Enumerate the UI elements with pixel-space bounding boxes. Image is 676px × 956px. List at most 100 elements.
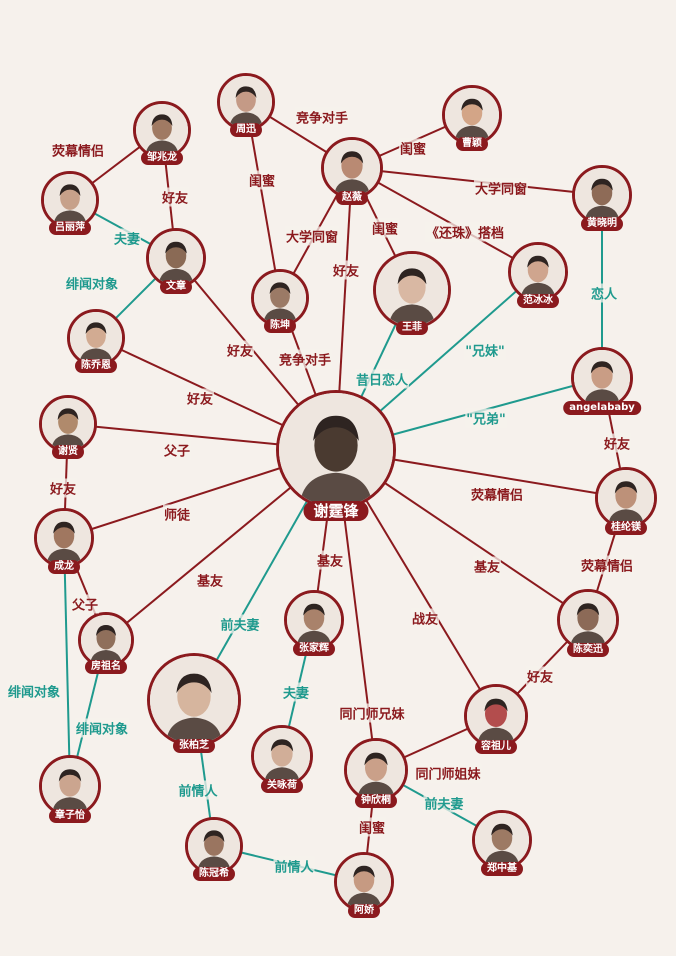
person-name-label: 关咏荷 <box>261 779 303 793</box>
person-photo <box>598 470 654 526</box>
edge-label: 闺蜜 <box>357 817 387 837</box>
edge-label: 师徒 <box>162 504 192 524</box>
edge-label: 闺蜜 <box>398 138 428 158</box>
person-node-rongzuer: 容祖儿 <box>464 684 528 754</box>
person-node-xiexian: 谢贤 <box>39 395 97 459</box>
person-name-label: angelababy <box>563 401 641 415</box>
person-photo <box>188 820 240 872</box>
edge-label: 基友 <box>472 556 502 576</box>
person-name-label: 容祖儿 <box>475 740 517 754</box>
person-name-label: 钟欣桐 <box>355 794 397 808</box>
edge-label: "兄弟" <box>465 408 507 428</box>
person-photo <box>475 813 529 867</box>
person-node-gillian: 钟欣桐 <box>344 738 408 808</box>
person-name-label: 陈冠希 <box>193 867 235 881</box>
edge-label: 闺蜜 <box>247 170 277 190</box>
person-photo <box>70 312 122 364</box>
person-node-zhouxun: 周迅 <box>217 73 275 137</box>
edge-label: 绯闻对象 <box>64 273 120 293</box>
person-node-zhangziyi: 章子怡 <box>39 755 101 823</box>
person-name-label: 陈坤 <box>264 319 296 333</box>
person-photo <box>44 174 96 226</box>
edge-label: 同门师姐妹 <box>414 763 482 783</box>
person-node-zhangbaizhi: 张柏芝 <box>147 653 241 753</box>
person-node-chenqiaoen: 陈乔恩 <box>67 309 125 373</box>
edge-label: 好友 <box>48 478 78 498</box>
edge-label: 绯闻对象 <box>74 718 130 738</box>
edge-label: 《还珠》搭档 <box>424 222 506 242</box>
person-name-label: 陈奕迅 <box>567 643 609 657</box>
person-node-wangfei: 王菲 <box>373 251 451 335</box>
edge-label: 前夫妻 <box>423 793 465 813</box>
person-node-chenyixun: 陈奕迅 <box>557 589 619 657</box>
person-photo <box>574 350 630 406</box>
person-photo <box>560 592 616 648</box>
person-photo <box>511 245 565 299</box>
edge-label: 荧幕情侣 <box>579 555 635 575</box>
edge-label: 荧幕情侣 <box>50 140 106 160</box>
edge-label: 恋人 <box>589 283 619 303</box>
person-name-label: 曹颖 <box>456 137 488 151</box>
person-name-label: 邹兆龙 <box>141 151 183 165</box>
edge-label: 父子 <box>162 440 192 460</box>
person-photo <box>575 168 629 222</box>
person-name-label: 成龙 <box>48 560 80 574</box>
edge-label: 好友 <box>225 340 255 360</box>
person-name-label: 谢贤 <box>52 445 84 459</box>
edge-label: 荧幕情侣 <box>469 484 525 504</box>
person-name-label: 文章 <box>160 280 192 294</box>
edge-label: 父子 <box>70 594 100 614</box>
person-photo <box>254 272 306 324</box>
edge-label: 好友 <box>185 388 215 408</box>
person-photo <box>279 393 393 507</box>
person-node-caoying: 曹颖 <box>442 85 502 151</box>
person-node-jackie: 成龙 <box>34 508 94 574</box>
person-node-zhengzhongji: 郑中基 <box>472 810 532 876</box>
person-node-chenkun: 陈坤 <box>251 269 309 333</box>
edge-label: 同门师兄妹 <box>338 703 406 723</box>
person-photo <box>254 728 310 784</box>
person-name-label: 谢霆锋 <box>303 501 369 521</box>
person-photo <box>81 615 131 665</box>
person-photo <box>467 687 525 745</box>
person-node-guodachao: 邹兆龙 <box>133 101 191 165</box>
person-name-label: 张柏芝 <box>173 739 215 753</box>
person-node-fangzuming: 房祖名 <box>78 612 134 674</box>
edge-label: 大学同窗 <box>473 178 529 198</box>
edge-label: "兄妹" <box>464 340 506 360</box>
person-photo <box>324 140 380 196</box>
edge-label: 战友 <box>410 608 440 628</box>
edge-label: 好友 <box>331 260 361 280</box>
person-node-zhangjiahui: 张家辉 <box>284 590 344 656</box>
edge-jackie-zhangziyi <box>63 537 71 787</box>
person-name-label: 桂纶镁 <box>605 521 647 535</box>
person-node-chenguanxi: 陈冠希 <box>185 817 243 881</box>
edge-label: 前情人 <box>273 856 315 876</box>
edge-label: 夫妻 <box>112 228 142 248</box>
edge-label: 大学同窗 <box>284 226 340 246</box>
edge-label: 前夫妻 <box>219 614 261 634</box>
person-name-label: 王菲 <box>396 321 428 335</box>
edge-label: 基友 <box>195 570 225 590</box>
person-photo <box>445 88 499 142</box>
person-photo <box>136 104 188 156</box>
edge-label: 好友 <box>602 433 632 453</box>
person-node-xtf: 谢霆锋 <box>276 390 396 521</box>
edge-label: 基友 <box>315 550 345 570</box>
person-name-label: 阿娇 <box>348 904 380 918</box>
person-photo <box>287 593 341 647</box>
person-name-label: 章子怡 <box>49 809 91 823</box>
person-photo <box>37 511 91 565</box>
person-photo <box>220 76 272 128</box>
edge-label: 昔日恋人 <box>354 369 410 389</box>
person-name-label: 周迅 <box>230 123 262 137</box>
person-node-zhaowei: 赵薇 <box>321 137 383 205</box>
edge-label: 好友 <box>525 666 555 686</box>
person-node-lvliping: 吕丽萍 <box>41 171 99 235</box>
person-node-guilunmei: 桂纶镁 <box>595 467 657 535</box>
person-name-label: 张家辉 <box>293 642 335 656</box>
edge-label: 夫妻 <box>281 682 311 702</box>
edge-label: 闺蜜 <box>370 218 400 238</box>
person-node-wenzhang: 文章 <box>146 228 206 294</box>
